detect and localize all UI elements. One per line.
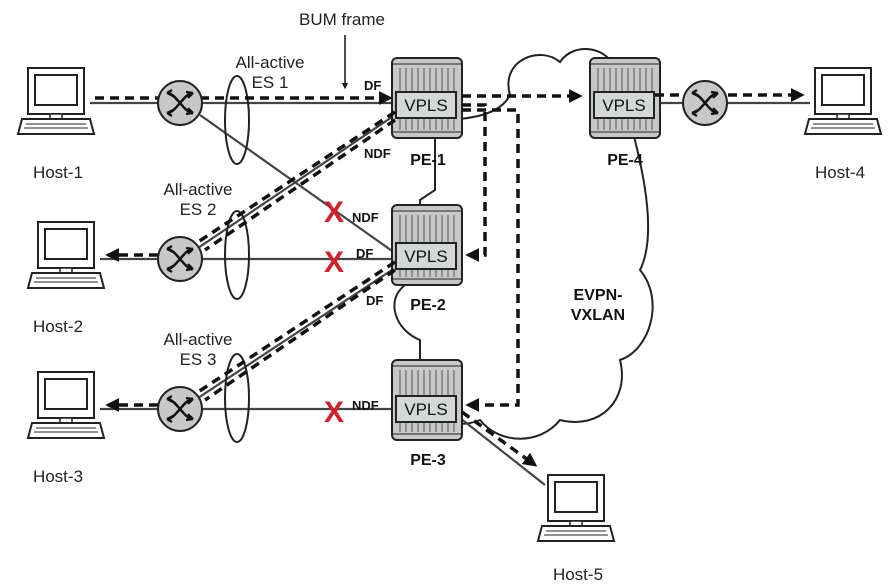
host-2-icon <box>27 221 105 289</box>
pe3-vpls-label: VPLS <box>404 400 447 419</box>
switch-4 <box>681 79 729 127</box>
pe2-vpls-label: VPLS <box>404 247 447 266</box>
es2-label-line1: All-active <box>164 180 233 199</box>
pe2-router: VPLS <box>391 204 463 286</box>
host-5-icon <box>537 474 615 542</box>
es1-ellipse <box>224 75 250 165</box>
pe1-es1-role: DF <box>364 78 381 93</box>
es3-ellipse <box>224 353 250 443</box>
pe2-label: PE-2 <box>410 297 446 314</box>
es3-label-line1: All-active <box>164 330 233 349</box>
es2-label-line2: ES 2 <box>180 200 217 219</box>
pe1-vpls-label: VPLS <box>404 96 447 115</box>
host-2-label: Host-2 <box>33 317 83 336</box>
cloud-label-line1: EVPN- <box>574 287 623 304</box>
es3-label-line2: ES 3 <box>180 350 217 369</box>
host-1-label: Host-1 <box>33 163 83 182</box>
blocked-x-pe2-es1: X <box>324 196 344 229</box>
bum-frame-label: BUM frame <box>299 10 385 29</box>
blocked-x-pe2-es2: X <box>324 246 344 279</box>
switch-3 <box>156 385 204 433</box>
evpn-vxlan-cloud <box>393 47 654 440</box>
pe1-es2-role: NDF <box>364 146 391 161</box>
host-3-icon <box>27 371 105 439</box>
pe4-router: VPLS <box>589 57 661 139</box>
host-5-label: Host-5 <box>553 565 603 584</box>
pe2-es3-role: DF <box>366 293 383 308</box>
es1-label-line1: All-active <box>236 53 305 72</box>
pe4-vpls-label: VPLS <box>602 96 645 115</box>
host-3-label: Host-3 <box>33 467 83 486</box>
pe3-es3-role: NDF <box>352 398 379 413</box>
switch-1 <box>156 79 204 127</box>
pe1-label: PE-1 <box>410 152 446 169</box>
pe2-es1-role: NDF <box>352 210 379 225</box>
es2-ellipse <box>224 210 250 300</box>
host-4-icon <box>804 67 882 135</box>
pe4-label: PE-4 <box>607 152 643 169</box>
host-1-icon <box>17 67 95 135</box>
pe2-es2-role: DF <box>356 246 373 261</box>
host-4-label: Host-4 <box>815 163 865 182</box>
cloud-label-line2: VXLAN <box>571 307 625 324</box>
pe1-router: VPLS <box>391 57 463 139</box>
pe3-label: PE-3 <box>410 452 446 469</box>
pe3-router: VPLS <box>391 359 463 441</box>
es1-label-line2: ES 1 <box>252 73 289 92</box>
switch-2 <box>156 235 204 283</box>
blocked-x-pe3-es3: X <box>324 396 344 429</box>
